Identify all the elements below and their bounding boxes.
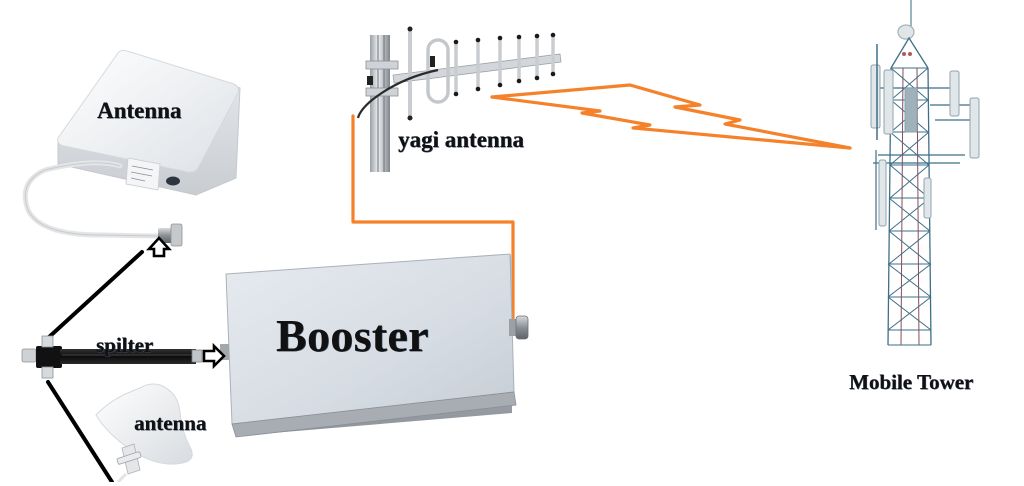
arrow-to-panel-antenna [146,236,172,258]
cable-splitter-to-panel-antenna [46,250,144,340]
cell-tower-icon [870,0,980,346]
yagi-antenna-label: yagi antenna [398,127,524,152]
panel-antenna-icon [22,49,241,247]
splitter-label: spilter [96,333,154,357]
panel-antenna-label: Antenna [97,98,182,123]
splitter-icon [21,250,203,484]
wireless-signal-bolt [490,83,852,150]
arrow-splitter-to-booster [202,342,226,370]
booster-label: Booster [276,310,429,361]
yagi-antenna-icon [356,26,562,172]
cable-splitter-to-dome-antenna [46,380,114,484]
booster-box-icon [220,253,529,438]
mobile-tower-label: Mobile Tower [849,370,974,394]
dome-antenna-label: antenna [134,411,207,435]
ceiling-dome-antenna-icon [95,383,193,484]
coax-cable-yagi-to-booster [351,114,515,326]
